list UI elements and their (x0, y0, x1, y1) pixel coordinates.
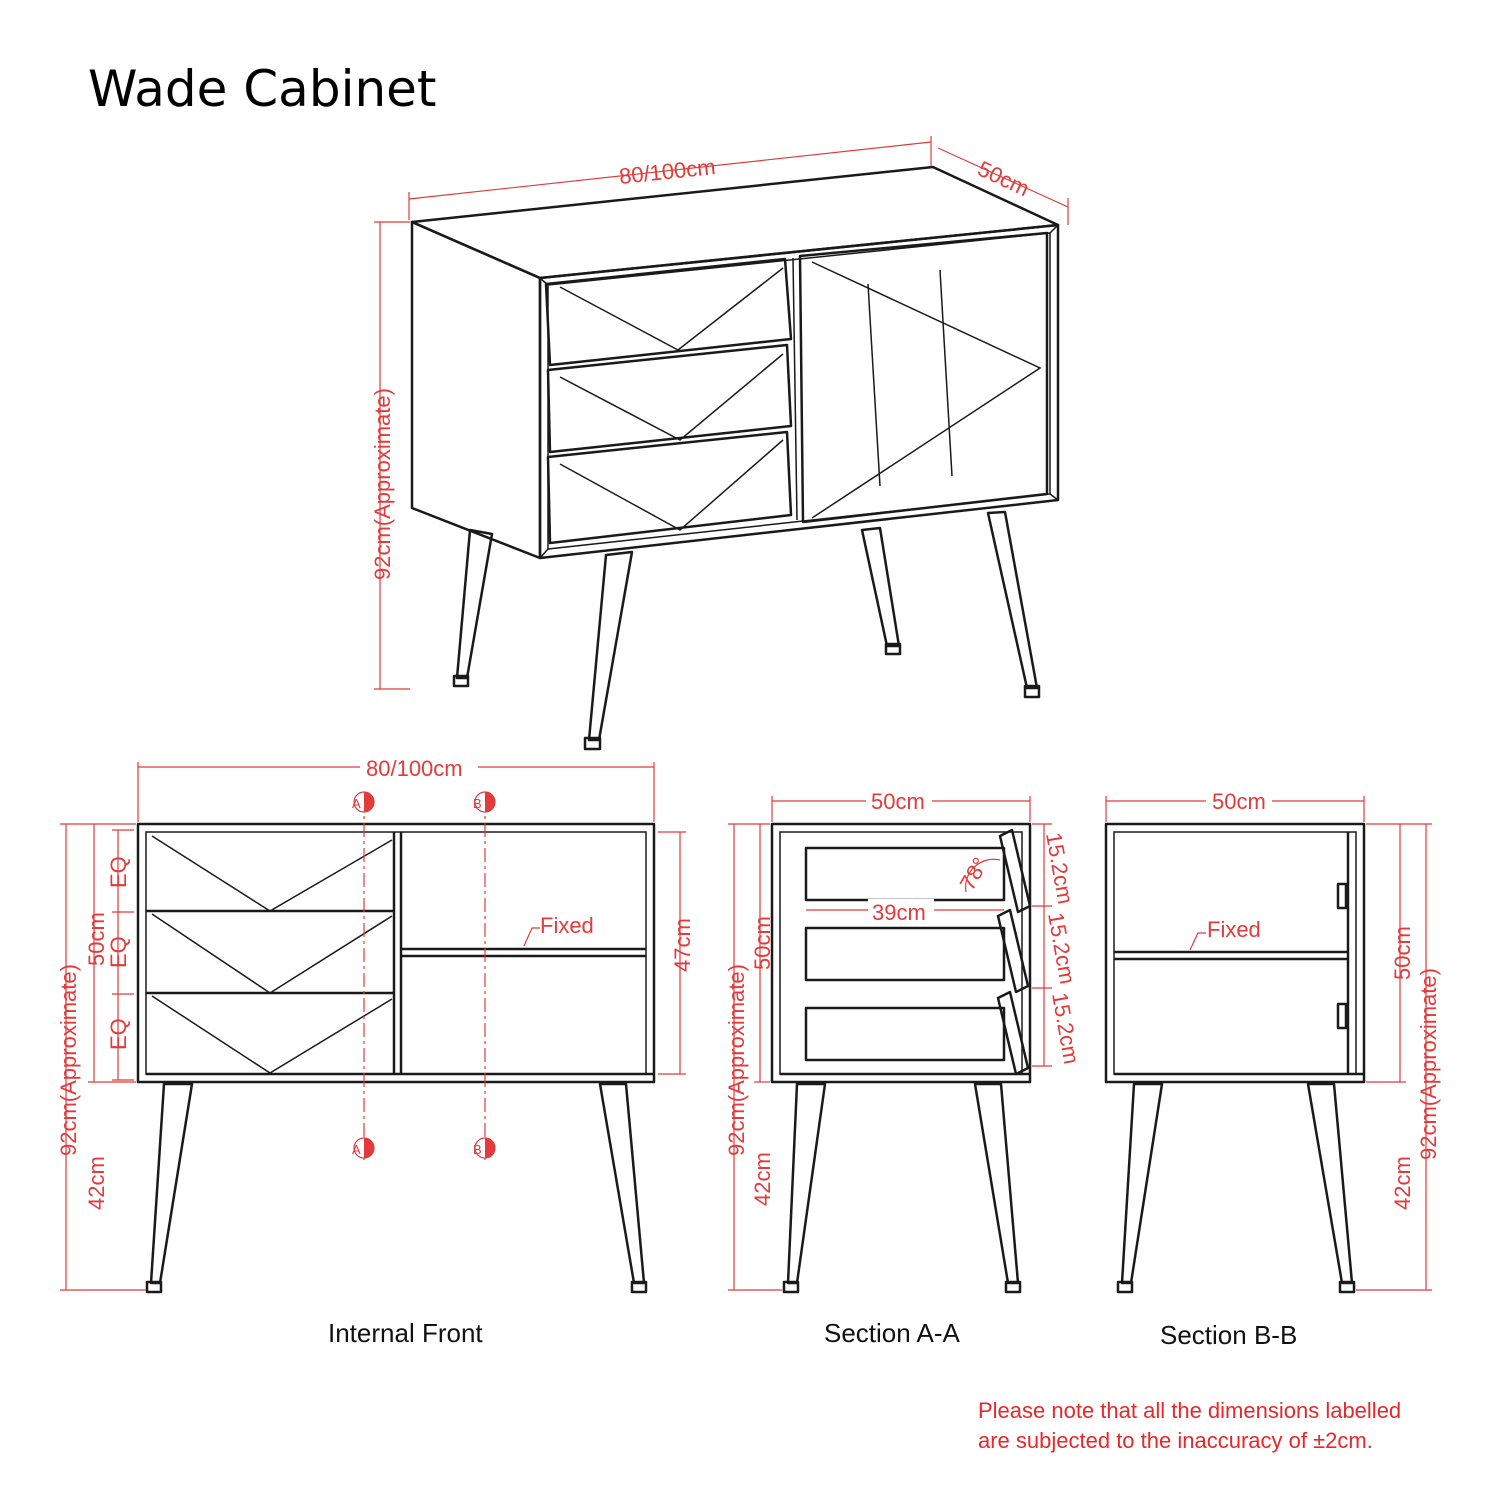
section-marker-b-top: B (473, 791, 496, 813)
perspective-width-label: 80/100cm (618, 154, 717, 189)
legs-front (145, 1082, 648, 1294)
drawer-depth-label: 39cm (872, 900, 926, 925)
tolerance-note-line-1: Please note that all the dimensions labe… (978, 1398, 1402, 1423)
section-b-label-bottom: B (473, 1142, 482, 1157)
perspective-dimensions: 80/100cm 50cm 92cm(Approximate) (370, 136, 1069, 690)
section-b-width-label: 50cm (1212, 789, 1266, 814)
drawer-spacing-label-1: 15.2cm (1041, 831, 1078, 906)
section-a-label-bottom: A (352, 1142, 361, 1157)
section-b-total-height-label: 92cm(Approximate) (1416, 968, 1441, 1160)
front-fixed-shelf-label: Fixed (540, 913, 594, 938)
section-b-label: B (473, 796, 482, 811)
section-b-dimensions: 50cm Fixed 50cm 42cm 92cm(Approximate) (1105, 789, 1441, 1291)
tolerance-note-line-2: are subjected to the inaccuracy of ±2cm. (978, 1428, 1373, 1453)
perspective-height-label: 92cm(Approximate) (370, 388, 395, 580)
section-a-caption: Section A-A (824, 1318, 960, 1348)
section-a-leg-height-label: 42cm (750, 1152, 775, 1206)
legs-perspective (452, 510, 1041, 751)
section-a-dimensions: 50cm 39cm 78° 15.2cm 15.2cm 15.2cm 92cm(… (724, 789, 1084, 1291)
section-a-label: A (352, 796, 361, 811)
front-shelf-height-label: 47cm (670, 918, 695, 972)
page-title: Wade Cabinet (88, 60, 437, 118)
tilted-drawer-fronts (996, 828, 1032, 1076)
hinges (1336, 882, 1348, 1030)
section-a-view: 50cm 39cm 78° 15.2cm 15.2cm 15.2cm 92cm(… (724, 789, 1084, 1294)
section-marker-b-bottom: B (473, 1137, 496, 1159)
section-a-width-label: 50cm (871, 789, 925, 814)
drawer-spacing-label-2: 15.2cm (1043, 911, 1080, 986)
drawer-eq-label-1: EQ (106, 856, 131, 888)
section-marker-a-top: A (352, 791, 375, 813)
front-width-label: 80/100cm (366, 756, 463, 781)
section-b-body-height-label: 50cm (1390, 926, 1415, 980)
section-b-leg-height-label: 42cm (1390, 1156, 1415, 1210)
legs-section-a (782, 1082, 1022, 1294)
internal-front-dimensions: 80/100cm A B A (56, 754, 695, 1291)
section-b-caption: Section B-B (1160, 1320, 1298, 1350)
perspective-depth-label: 50cm (974, 156, 1033, 201)
legs-section-b (1116, 1082, 1356, 1294)
fixed-shelf-front (401, 947, 646, 958)
drawer-eq-label-3: EQ (106, 1018, 131, 1050)
drawer-eq-label-2: EQ (106, 936, 131, 968)
section-a-body-height-label: 50cm (750, 916, 775, 970)
internal-front-caption: Internal Front (328, 1318, 483, 1348)
door-perspective (798, 231, 1049, 524)
front-leg-height-label: 42cm (84, 1156, 109, 1210)
section-marker-a-bottom: A (352, 1137, 375, 1159)
section-b-view: 50cm Fixed 50cm 42cm 92cm(Approximate) (1104, 789, 1441, 1294)
front-total-height-label: 92cm(Approximate) (56, 964, 81, 1156)
tolerance-note: Please note that all the dimensions labe… (978, 1396, 1401, 1456)
drawers-perspective (544, 257, 798, 545)
fixed-shelf-section (1114, 950, 1348, 961)
section-b-fixed-shelf-label: Fixed (1207, 917, 1261, 942)
internal-front-view: 80/100cm A B A (56, 754, 695, 1294)
drawer-spacing-label-3: 15.2cm (1047, 991, 1084, 1066)
front-body-height-label: 50cm (84, 912, 109, 966)
drawer-fronts (146, 835, 394, 1074)
perspective-view: 80/100cm 50cm 92cm(Approximate) (370, 136, 1069, 751)
cabinet-body-perspective (410, 165, 1060, 560)
section-a-total-height-label: 92cm(Approximate) (724, 964, 749, 1156)
drawer-boxes-section (804, 846, 1006, 1062)
